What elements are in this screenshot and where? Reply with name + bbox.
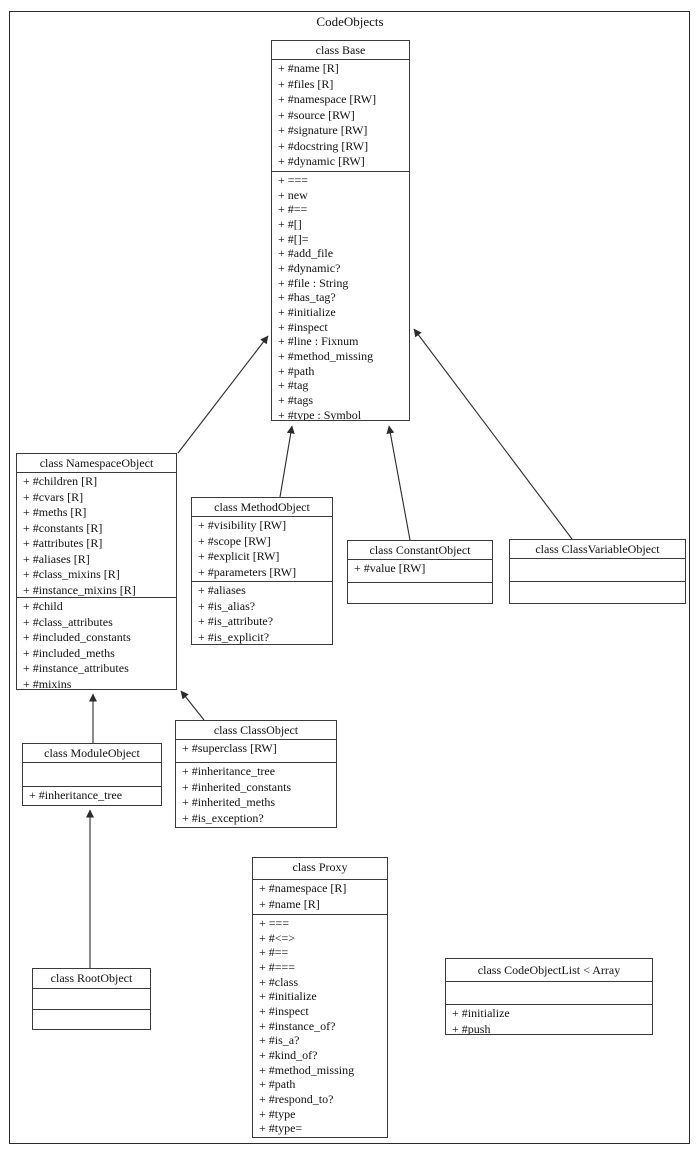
class-title: class ConstantObject	[348, 541, 492, 560]
class-methods: + #aliases + #is_alias? + #is_attribute?…	[198, 583, 274, 644]
class-methods: + #inheritance_tree	[29, 788, 123, 802]
diagram-title: CodeObjects	[316, 14, 384, 29]
class-methods: + #inheritance_tree + #inherited_constan…	[182, 764, 292, 825]
class-methods	[33, 1010, 150, 1029]
class-attributes	[446, 982, 652, 1005]
class-methods	[510, 582, 685, 603]
class-attributes	[33, 989, 150, 1010]
class-attributes: + #namespace [R] + #name [R]	[253, 880, 387, 915]
class-title: class MethodObject	[192, 498, 332, 517]
class-title: class Base	[272, 41, 409, 60]
class-attributes: + #superclass [RW]	[176, 740, 336, 763]
class-methods: + #initialize + #push	[452, 1006, 510, 1034]
class-methods: + === + new + #== + #[] + #[]= + #add_fi…	[278, 173, 374, 420]
class-methods: + === + #<=> + #== + #=== + #class + #in…	[259, 916, 355, 1136]
class-box-constantobject: class ConstantObject + #value [RW]	[347, 540, 493, 604]
class-title: class ClassVariableObject	[510, 540, 685, 559]
class-title: class RootObject	[33, 969, 150, 989]
class-box-base: class Base + #name [R] + #files [R] + #n…	[271, 40, 410, 421]
class-attributes: + #visibility [RW] + #scope [RW] + #expl…	[192, 517, 332, 582]
class-attributes	[23, 763, 161, 787]
class-attributes: + #name [R] + #files [R] + #namespace [R…	[272, 60, 409, 172]
class-box-proxy: class Proxy + #namespace [R] + #name [R]…	[252, 857, 388, 1138]
class-box-namespaceobject: class NamespaceObject + #children [R] + …	[16, 453, 177, 690]
class-methods: + #child + #class_attributes + #included…	[23, 599, 131, 689]
class-box-classobject: class ClassObject + #superclass [RW] + #…	[175, 720, 337, 828]
class-box-methodobject: class MethodObject + #visibility [RW] + …	[191, 497, 333, 645]
class-methods	[348, 583, 492, 603]
class-attributes: + #children [R] + #cvars [R] + #meths [R…	[17, 473, 176, 598]
class-box-classvariableobject: class ClassVariableObject	[509, 539, 686, 604]
class-title: class NamespaceObject	[17, 454, 176, 473]
class-title: class ModuleObject	[23, 744, 161, 763]
class-title: class ClassObject	[176, 721, 336, 740]
class-title: class Proxy	[253, 858, 387, 880]
class-box-codeobjectlist: class CodeObjectList < Array + #initiali…	[445, 958, 653, 1035]
class-attributes	[510, 559, 685, 582]
cluster-frame	[9, 11, 690, 1144]
class-title: class CodeObjectList < Array	[446, 959, 652, 982]
class-attributes: + #value [RW]	[348, 560, 492, 583]
class-box-rootobject: class RootObject	[32, 968, 151, 1030]
class-box-moduleobject: class ModuleObject + #inheritance_tree	[22, 743, 162, 806]
